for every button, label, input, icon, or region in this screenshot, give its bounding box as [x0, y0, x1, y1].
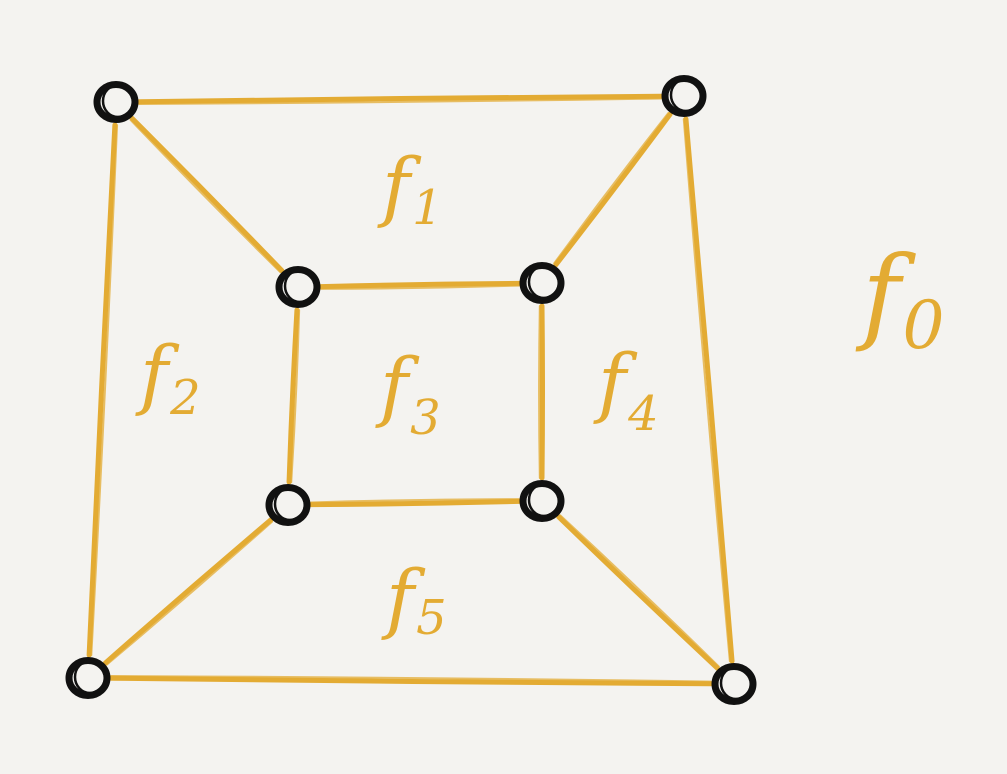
edge-outer-bottom-left-to-inner-bottom-left — [102, 517, 274, 666]
face-label-f4: f4 — [593, 337, 659, 442]
edge-stroke — [318, 280, 522, 290]
vertex-ring-inner — [101, 83, 135, 119]
edge-stroke — [108, 675, 714, 687]
vertex-ring-inner — [527, 264, 561, 300]
edge-stroke — [136, 93, 664, 105]
edge-inner-top-right-to-inner-bottom-right — [538, 303, 545, 481]
edge-inner-top-left-to-inner-top-right — [318, 280, 522, 290]
vertex-ring-inner — [283, 268, 317, 304]
vertex-ring-inner — [273, 486, 307, 522]
edge-stroke-secondary — [105, 520, 274, 666]
vertex-outer-top-right — [661, 75, 707, 117]
edge-stroke — [553, 111, 673, 268]
edge-stroke — [308, 498, 522, 508]
edge-stroke-secondary — [320, 284, 521, 290]
vertex-inner-bottom-left — [265, 484, 311, 526]
vertex-outer-top-left — [93, 81, 139, 123]
vertex-inner-top-left — [275, 266, 321, 308]
edge-stroke-secondary — [290, 309, 301, 484]
edge-stroke-secondary — [129, 118, 282, 274]
edge-inner-bottom-left-to-inner-top-left — [286, 307, 301, 485]
edge-inner-bottom-right-to-inner-bottom-left — [308, 498, 522, 508]
edge-outer-bottom-right-to-inner-bottom-right — [556, 514, 720, 671]
vertex-inner-top-right — [519, 262, 565, 304]
edges-layer — [86, 93, 735, 687]
edge-stroke — [683, 116, 735, 664]
edge-stroke-secondary — [110, 675, 713, 683]
vertex-ring-inner — [669, 77, 703, 113]
edge-stroke — [129, 115, 285, 274]
vertex-inner-bottom-right — [519, 480, 565, 522]
face-label-f2: f2 — [135, 329, 201, 426]
face-label-f1: f1 — [377, 141, 443, 236]
edge-stroke-secondary — [682, 118, 731, 663]
edge-outer-bottom-right-to-outer-bottom-left — [108, 675, 714, 687]
edge-stroke — [556, 514, 720, 671]
edge-stroke-secondary — [309, 498, 520, 504]
edge-stroke-secondary — [538, 305, 541, 479]
edge-stroke — [539, 303, 545, 481]
edge-stroke — [86, 122, 118, 658]
face-label-f3: f3 — [375, 341, 441, 446]
vertex-outer-bottom-left — [65, 657, 111, 699]
face-label-f5: f5 — [381, 553, 447, 646]
edge-stroke-secondary — [90, 124, 119, 657]
edge-stroke — [102, 517, 274, 666]
edge-stroke-secondary — [559, 514, 720, 668]
edge-stroke — [286, 307, 300, 485]
edge-stroke-secondary — [138, 97, 663, 105]
edge-outer-bottom-left-to-outer-top-left — [86, 122, 119, 658]
edge-outer-top-left-to-outer-top-right — [136, 93, 664, 105]
vertex-ring-inner — [527, 482, 561, 518]
edge-outer-top-right-to-outer-bottom-right — [682, 116, 735, 664]
vertices-layer — [65, 75, 757, 705]
edge-stroke-secondary — [553, 111, 670, 265]
face-label-f0: f0 — [855, 233, 945, 364]
edge-outer-top-left-to-inner-top-left — [129, 115, 285, 274]
vertex-ring-inner — [719, 665, 753, 701]
edge-outer-top-right-to-inner-top-right — [553, 111, 673, 268]
vertex-ring-inner — [73, 659, 107, 695]
vertex-outer-bottom-right — [711, 663, 757, 705]
